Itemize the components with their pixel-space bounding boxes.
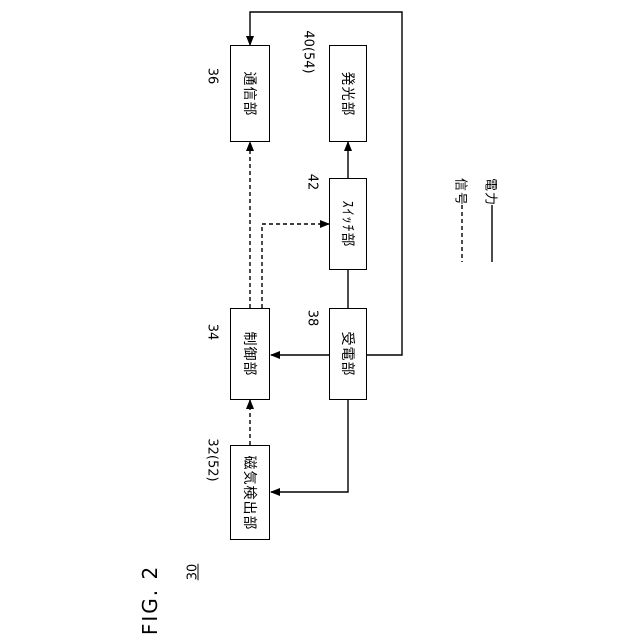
switch-label: ｽｲｯﾁ部	[338, 201, 358, 248]
system-ref: 30	[186, 564, 201, 581]
signal-line-control-to-switch	[262, 224, 329, 308]
comm-label: 通信部	[240, 72, 260, 117]
switch-ref: 42	[305, 174, 320, 191]
figure-label: FIG. 2	[138, 565, 162, 635]
receive-ref: 38	[305, 310, 320, 327]
control-label: 制御部	[240, 332, 260, 377]
magnetic-ref: 32(52)	[205, 438, 220, 481]
power-line-receive-to-comm	[250, 12, 402, 355]
light-ref: 40(54)	[301, 30, 316, 73]
control-ref: 34	[205, 324, 220, 341]
receive-label: 受電部	[338, 332, 358, 377]
power-line-receive-to-magnetic	[271, 400, 348, 492]
legend-signal-label: 信号	[453, 178, 472, 206]
light-label: 発光部	[338, 72, 358, 117]
legend-power-label: 電力	[483, 178, 502, 206]
magnetic-label: 磁気検出部	[240, 456, 260, 531]
comm-ref: 36	[205, 68, 220, 85]
